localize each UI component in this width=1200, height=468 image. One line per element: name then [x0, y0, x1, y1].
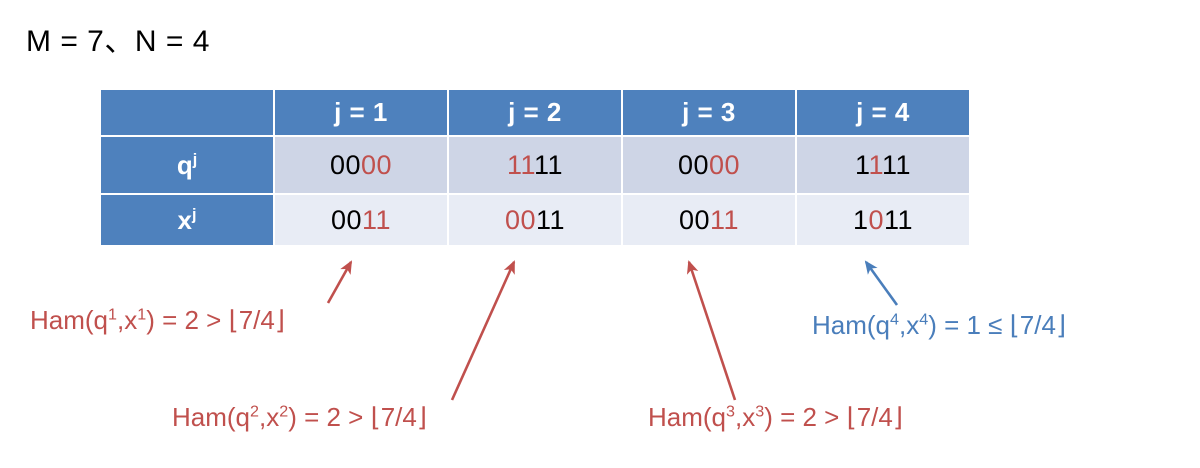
bitstring-x-1: 0011	[331, 205, 391, 235]
cell-q-1: 0000	[275, 137, 447, 193]
formula-superscript-q: 1	[108, 305, 117, 324]
formula-superscript-x: 2	[279, 402, 289, 421]
bit-segment-1: 00	[709, 149, 741, 180]
bit-segment-1: 1	[868, 149, 882, 180]
bitstring-q-4: 1111	[855, 150, 911, 180]
bit-segment-1: 11	[362, 204, 392, 235]
arrow-to-column-3	[686, 260, 737, 401]
formula-separator: ,x	[898, 310, 920, 340]
bit-segment-0: 1	[854, 149, 869, 180]
formula-superscript-q: 3	[726, 402, 735, 421]
table-header-row: j = 1 j = 2 j = 3 j = 4	[101, 90, 969, 135]
bitstring-x-3: 0011	[679, 205, 739, 235]
column-header-j1: j = 1	[275, 90, 447, 135]
bit-segment-0: 11	[506, 149, 534, 180]
bit-segment-0: 00	[504, 204, 536, 235]
cell-x-2: 0011	[449, 195, 621, 245]
row-label-x: xj	[101, 195, 273, 245]
table-row-q: qj 0000 1111 0000 1111	[101, 137, 969, 193]
bit-segment-1: 0	[868, 204, 885, 235]
bitstring-q-3: 0000	[678, 150, 740, 180]
bit-segment-1: 11	[710, 204, 740, 235]
cell-q-2: 1111	[449, 137, 621, 193]
formula-prefix: Ham(q	[172, 402, 251, 432]
formula-superscript-x: 3	[755, 402, 765, 421]
annotation-formula-4: Ham(q4,x4) = 1 ≤ ⌊7/4⌋	[812, 310, 1066, 341]
row-label-q: qj	[101, 137, 273, 193]
bit-segment-0: 00	[330, 204, 362, 235]
annotation-formula-3: Ham(q3,x3) = 2 > ⌊7/4⌋	[648, 402, 903, 433]
row-label-x-superscript: j	[191, 204, 197, 223]
formula-separator: ,x	[258, 402, 280, 432]
bit-segment-1: 11	[534, 149, 564, 180]
bit-segment-2: 11	[882, 149, 912, 180]
hamming-distance-table: j = 1 j = 2 j = 3 j = 4 qj 0000 1111 000…	[99, 88, 971, 247]
bitstring-q-1: 0000	[330, 150, 392, 180]
bit-segment-0: 00	[329, 149, 361, 180]
row-label-q-superscript: j	[192, 149, 198, 168]
annotation-formula-2: Ham(q2,x2) = 2 > ⌊7/4⌋	[172, 402, 427, 433]
column-header-j4: j = 4	[797, 90, 969, 135]
cell-x-1: 0011	[275, 195, 447, 245]
formula-separator: ,x	[734, 402, 756, 432]
bit-segment-1: 00	[361, 149, 393, 180]
formula-separator: ,x	[116, 305, 138, 335]
column-header-j3: j = 3	[623, 90, 795, 135]
cell-x-4: 1011	[797, 195, 969, 245]
formula-suffix: ) = 2 > ⌊7/4⌋	[288, 402, 427, 432]
arrow-to-column-2	[450, 260, 516, 401]
column-header-j2: j = 2	[449, 90, 621, 135]
row-label-x-base: x	[177, 204, 192, 235]
table-corner-cell	[101, 90, 273, 135]
bit-segment-2: 11	[884, 204, 914, 235]
bit-segment-1: 11	[536, 204, 566, 235]
formula-prefix: Ham(q	[648, 402, 727, 432]
formula-prefix: Ham(q	[812, 310, 891, 340]
bitstring-q-2: 1111	[507, 150, 563, 180]
arrow-to-column-1	[326, 260, 353, 304]
formula-superscript-q: 2	[250, 402, 259, 421]
cell-q-3: 0000	[623, 137, 795, 193]
formula-suffix: ) = 2 > ⌊7/4⌋	[764, 402, 903, 432]
table-row-x: xj 0011 0011 0011 1011	[101, 195, 969, 245]
bit-segment-0: 00	[677, 149, 709, 180]
cell-x-3: 0011	[623, 195, 795, 245]
bitstring-x-2: 0011	[505, 205, 565, 235]
formula-superscript-q: 4	[890, 310, 899, 329]
row-label-q-base: q	[176, 149, 193, 180]
bitstring-x-4: 1011	[853, 205, 913, 235]
formula-superscript-x: 1	[137, 305, 147, 324]
bit-segment-0: 1	[852, 204, 869, 235]
page-title: M = 7、N = 4	[26, 25, 210, 58]
formula-superscript-x: 4	[919, 310, 929, 329]
formula-suffix: ) = 1 ≤ ⌊7/4⌋	[928, 310, 1067, 340]
annotation-formula-1: Ham(q1,x1) = 2 > ⌊7/4⌋	[30, 305, 285, 336]
arrow-to-column-4	[864, 260, 899, 306]
cell-q-4: 1111	[797, 137, 969, 193]
bit-segment-0: 00	[678, 204, 710, 235]
formula-prefix: Ham(q	[30, 305, 109, 335]
formula-suffix: ) = 2 > ⌊7/4⌋	[146, 305, 285, 335]
